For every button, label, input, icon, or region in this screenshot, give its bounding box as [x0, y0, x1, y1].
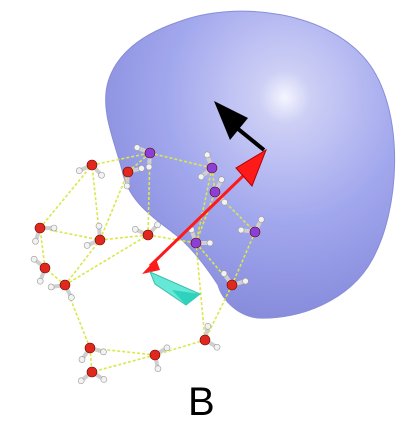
panel-label: B — [188, 380, 215, 424]
oxygen-atom — [86, 366, 98, 378]
hydrogen-bond — [39, 164, 93, 229]
hydrogen-atom — [133, 144, 141, 151]
hydrogen-atom — [78, 356, 86, 363]
hydrogen-atom — [206, 239, 214, 247]
hydrogen-bond — [99, 171, 129, 241]
hydrogen-atom — [32, 237, 39, 245]
hydrogen-atom — [83, 242, 91, 249]
hydrogen-atom — [131, 226, 139, 233]
oxygen-atom — [39, 262, 51, 274]
hydrogen-bond — [204, 284, 233, 341]
hydrogen-atom — [237, 226, 245, 234]
hydrogen-bond — [149, 152, 213, 169]
hydrogen-bond — [214, 191, 256, 233]
hydrogen-atom — [68, 294, 75, 301]
hydrogen-bond — [99, 234, 149, 241]
hydrogen-bond — [154, 339, 206, 356]
hydrogen-bond — [39, 227, 46, 269]
highlighted-atom — [144, 147, 156, 159]
atoms — [30, 144, 265, 385]
highlighted-atom — [209, 186, 221, 198]
hydrogen-atom — [100, 348, 107, 356]
hydrogen-atom — [138, 165, 145, 172]
oxygen-atom — [149, 349, 161, 361]
oxygen-atom — [59, 279, 71, 291]
hydrogen-bond — [91, 354, 156, 373]
highlighted-atom — [206, 162, 218, 174]
oxygen-atom — [34, 222, 46, 234]
hydrogen-atom — [75, 167, 83, 175]
hydrogen-atom — [145, 163, 153, 171]
hydrogen-bond — [147, 152, 151, 236]
oxygen-atom — [199, 334, 211, 346]
hydrogen-atom — [204, 323, 212, 330]
hydrogen-bond-network — [39, 152, 256, 373]
oxygen-atom — [122, 166, 134, 178]
hydrogen-atom — [203, 151, 211, 159]
hydrogen-atom — [98, 171, 105, 179]
oxygen-atom — [94, 234, 106, 246]
hydrogen-atom — [197, 173, 205, 181]
hydrogen-atom — [77, 377, 85, 385]
highlighted-atom — [249, 226, 261, 238]
oxygen-atom — [142, 229, 154, 241]
hydrogen-atom — [30, 255, 38, 263]
red-double-arrow — [142, 148, 267, 274]
hydrogen-bond — [195, 167, 213, 244]
hydrogen-atom — [213, 343, 221, 351]
hydrogen-bond — [64, 239, 101, 286]
oxygen-atom — [86, 159, 98, 171]
black-arrow — [214, 101, 266, 152]
cyan-arrow — [149, 271, 201, 306]
hydrogen-atom — [163, 344, 171, 352]
oxygen-atom — [226, 279, 238, 291]
hydrogen-atom — [95, 222, 103, 230]
hydrogen-bond — [195, 191, 216, 244]
hydrogen-bond — [64, 234, 149, 286]
hydrogen-atom — [50, 224, 58, 232]
hydrogen-bond — [147, 234, 197, 244]
hydrogen-atom — [220, 270, 228, 277]
oxygen-atom — [84, 342, 96, 354]
hydrogen-atom — [123, 182, 131, 190]
hydrogen-atom — [242, 277, 249, 285]
hydrogen-bond — [195, 242, 206, 341]
hydrogen-atom — [154, 365, 162, 372]
hydrogen-atom — [218, 176, 225, 183]
hydrogen-atom — [258, 216, 265, 223]
hydrogen-atom — [36, 277, 44, 285]
hydrogen-atom — [221, 198, 228, 206]
hydrogen-bond — [89, 347, 156, 356]
highlighted-atom — [190, 237, 202, 249]
hydrogen-atom — [154, 221, 161, 229]
hydrogen-atom — [47, 283, 55, 291]
hydrogen-atom — [100, 376, 108, 383]
